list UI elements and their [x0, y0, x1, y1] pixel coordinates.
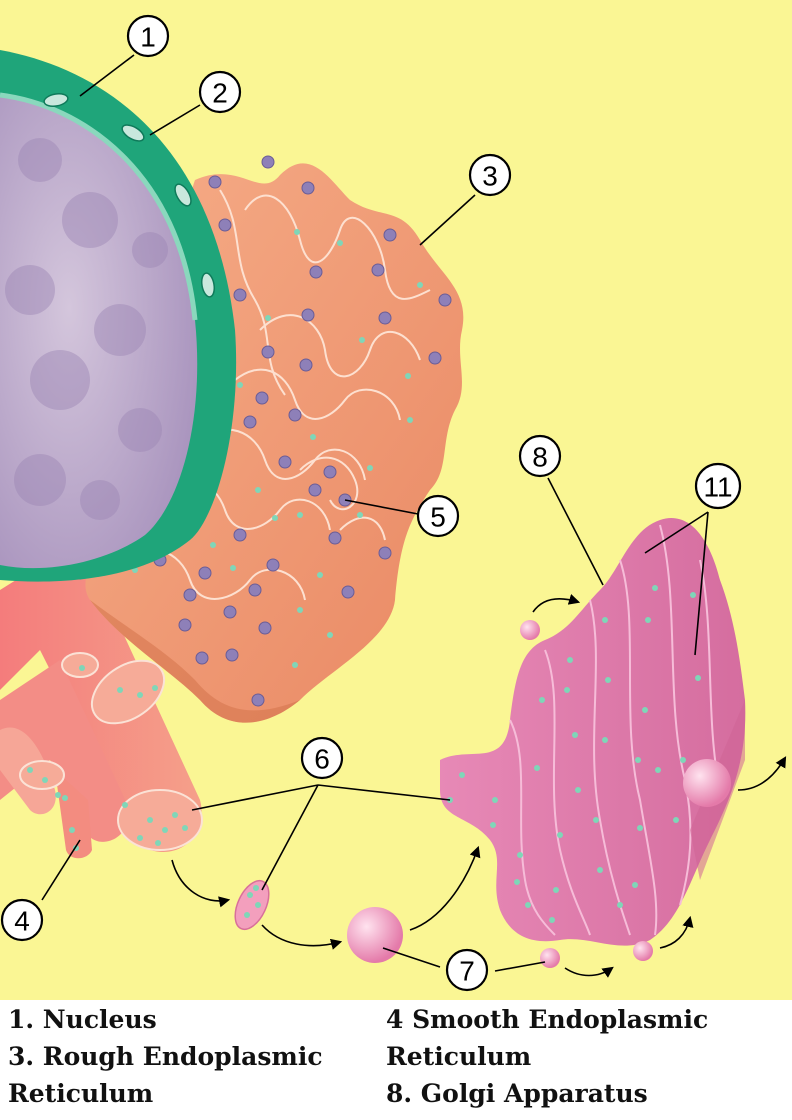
callout-2-label: 2 [212, 78, 228, 109]
callout-8-label: 8 [532, 442, 548, 473]
callout-1: 1 [126, 14, 170, 58]
callout-4: 4 [0, 898, 44, 942]
legend-item-smooth-er-cont: Reticulum [386, 1042, 532, 1071]
legend-item-nucleus: 1. Nucleus [8, 1005, 157, 1034]
callout-11-label: 11 [703, 472, 732, 503]
legend-item-smooth-er: 4 Smooth Endoplasmic [386, 1005, 709, 1034]
callout-11: 11 [694, 462, 742, 510]
rough-er [85, 155, 464, 723]
callout-5-label: 5 [430, 502, 446, 533]
callout-1-label: 1 [140, 22, 156, 53]
legend-item-rough-er-cont: Reticulum [8, 1079, 154, 1108]
callout-4-label: 4 [14, 906, 30, 937]
callout-3: 3 [468, 153, 512, 197]
leader-lines [41, 54, 709, 972]
callout-7: 7 [445, 948, 489, 992]
legend-item-rough-er: 3. Rough Endoplasmic [8, 1042, 323, 1071]
legend-item-golgi: 8. Golgi Apparatus [386, 1079, 648, 1108]
nucleus [0, 50, 237, 582]
callout-2: 2 [198, 70, 242, 114]
callout-6-label: 6 [314, 744, 330, 775]
cell-diagram: 1 2 3 4 5 6 7 8 11 [0, 0, 792, 1000]
callout-7-label: 7 [459, 956, 475, 987]
callout-5: 5 [416, 494, 460, 538]
transport-arrows [171, 594, 787, 978]
smooth-er [0, 540, 203, 859]
callout-6: 6 [300, 736, 344, 780]
transport-vesicles [234, 620, 731, 968]
callout-3-label: 3 [482, 161, 498, 192]
legend: 1. Nucleus 3. Rough Endoplasmic Reticulu… [0, 1000, 792, 1120]
callout-8: 8 [518, 434, 562, 478]
